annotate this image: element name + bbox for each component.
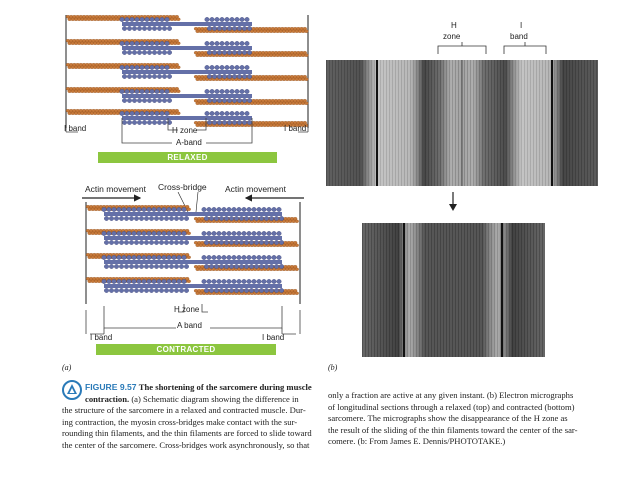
relaxed-i-band-left-label: I band (64, 124, 87, 133)
relaxed-micrograph (326, 60, 598, 186)
contracted-a-band-label: A band (177, 321, 202, 330)
contracted-i-band-left-label: I band (90, 333, 113, 342)
relaxed-myosin-3 (119, 89, 252, 103)
contracted-band-brackets (85, 304, 301, 335)
contracted-micrograph-svg (362, 223, 545, 357)
contracted-micrograph (362, 223, 545, 357)
relaxed-actin-right-4 (193, 121, 309, 127)
relaxed-micrograph-svg (326, 60, 598, 186)
micrograph-top-brackets (437, 42, 547, 54)
actin-movement-left-label: Actin movement (85, 184, 146, 194)
caption-left-column: FIGURE 9.57 The shortening of the sarcom… (62, 382, 320, 452)
i-band-word-label: band (510, 32, 528, 41)
contracted-myosin-3 (101, 279, 284, 293)
caption-left-line3: the structure of the sarcomere in a rela… (62, 405, 306, 416)
caption-right-line1: only a fraction are active at any given … (328, 390, 574, 400)
caption-right-column: only a fraction are active at any given … (328, 390, 598, 448)
contracted-myosin-2 (101, 255, 284, 269)
relaxed-myosin-1 (119, 41, 252, 55)
h-label: H (451, 21, 457, 30)
contracted-myosin-0 (101, 207, 284, 221)
contracted-i-band-right-label: I band (262, 333, 285, 342)
relaxed-h-zone-label: H zone (172, 126, 198, 135)
caption-right-line5: comere. (b: From James E. Dennis/PHOTOTA… (328, 436, 506, 447)
contracted-sarcomere-svg (82, 191, 304, 304)
relaxed-a-band-label: A-band (176, 138, 202, 147)
panel-a-label: (a) (62, 363, 72, 372)
caption-right-line3: sarcomere. The micrographs show the disa… (328, 413, 568, 424)
relaxed-state-bar: RELAXED (98, 152, 277, 163)
contracted-diagram (78, 191, 308, 310)
caption-title-line1: The shortening of the sarcomere during m… (138, 382, 312, 392)
caption-left-line6: the center of the sarcomere. Cross-bridg… (62, 439, 310, 450)
caption-right-line2: of longitudinal sections through a relax… (328, 401, 575, 412)
caption-left-line4: ing contraction, the myosin cross-bridge… (62, 416, 298, 427)
caption-left-line2: (a) Schematic diagram showing the differ… (131, 393, 299, 404)
relaxed-myosin-4 (119, 111, 252, 125)
figure-number: FIGURE 9.57 (85, 382, 137, 392)
panel-b-label: (b) (328, 363, 338, 372)
relaxed-actin-right-3 (193, 99, 309, 105)
relaxed-myosin-0 (119, 17, 252, 31)
relaxed-i-band-right-label: I band (284, 124, 307, 133)
i-label: I (520, 21, 523, 30)
down-arrow (449, 192, 457, 211)
caption-left-line5: rounding thin filaments, and the thin fi… (62, 428, 312, 439)
relaxed-band-brackets (65, 118, 309, 144)
relaxed-myosin-2 (119, 65, 252, 79)
cross-bridge-label: Cross-bridge (158, 182, 207, 192)
contracted-h-zone-label: H zone (174, 305, 200, 314)
h-zone-word-label: zone (443, 32, 461, 41)
figure-logo-icon (62, 380, 82, 400)
caption-right-line4: the result of the sliding of the thin fi… (328, 424, 578, 435)
caption-title-line2: contraction. (85, 393, 130, 404)
relaxed-diagram (60, 10, 320, 135)
actin-movement-right-label: Actin movement (225, 184, 286, 194)
relaxed-sarcomere-svg (65, 15, 309, 128)
contracted-myosin-1 (101, 231, 284, 245)
contracted-state-bar: CONTRACTED (96, 344, 276, 355)
